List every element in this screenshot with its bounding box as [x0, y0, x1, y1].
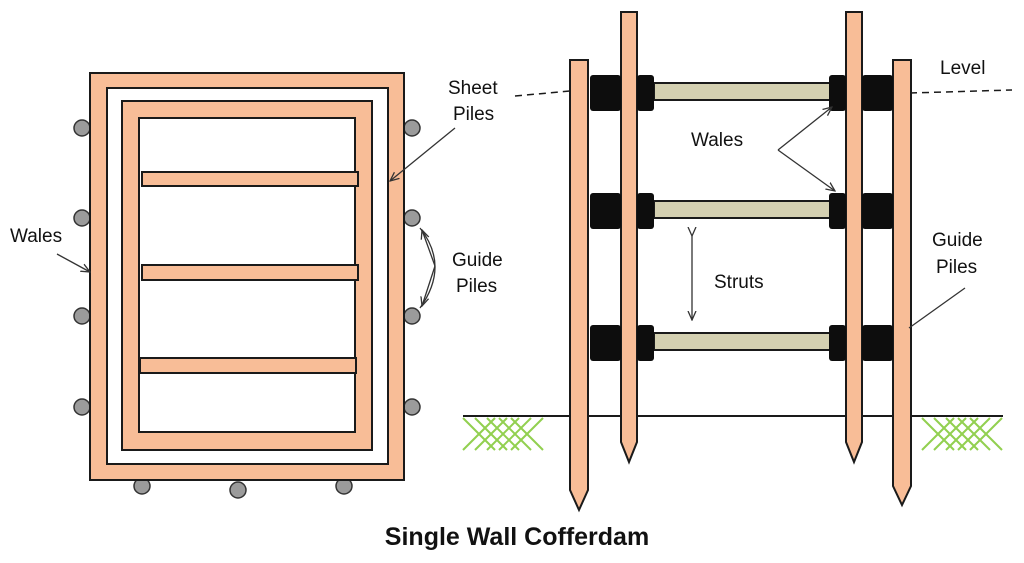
diagram-title: Single Wall Cofferdam: [385, 523, 649, 551]
wale-block: [637, 75, 654, 111]
plan-strut: [141, 171, 359, 187]
elevation-wales: [590, 75, 893, 361]
guide-pile-circle: [403, 307, 421, 325]
plan-guide-piles-label: Piles: [456, 276, 497, 297]
guide-pile-right: [892, 59, 912, 508]
guide-pile-circle: [403, 398, 421, 416]
elevation-wales-label: Wales: [691, 130, 743, 151]
plan-strut: [139, 357, 357, 374]
guide-pile-circle: [73, 209, 91, 227]
water-level-line: [909, 89, 1013, 94]
wale-block: [829, 193, 846, 229]
plan-outer-wale-frame: [89, 72, 405, 481]
plan-sheet-pile-frame: [121, 100, 373, 451]
wale-block: [829, 75, 846, 111]
wale-block: [590, 193, 621, 229]
elevation-piles: [569, 11, 912, 513]
grass-right: [921, 417, 1003, 451]
plan-guide-piles-leader: [422, 230, 436, 267]
elevation-struts: [653, 82, 831, 351]
plan-guide-piles-label: Guide: [452, 250, 503, 271]
level-label: Level: [940, 58, 985, 79]
plan-guide-piles-leader: [422, 265, 436, 306]
plan-guide-piles-bracket: [419, 227, 436, 309]
wale-block: [637, 193, 654, 229]
strut: [653, 200, 831, 219]
wale-block: [862, 193, 893, 229]
guide-pile-circle: [403, 209, 421, 227]
sheet-pile-left: [620, 11, 638, 465]
guide-pile-circle: [73, 398, 91, 416]
elevation-guide-piles-leader: [908, 287, 966, 329]
wale-block: [829, 325, 846, 361]
plan-wales-label: Wales: [10, 226, 62, 247]
wale-block: [590, 75, 621, 111]
water-level-line: [514, 90, 571, 97]
guide-pile-circle: [73, 119, 91, 137]
sheet-pile-right: [845, 11, 863, 465]
elevation-guide-piles-label: Guide: [932, 230, 983, 251]
elevation-wales-leader: [777, 149, 835, 191]
wale-block: [590, 325, 621, 361]
grass-left: [462, 417, 544, 451]
elevation-view: Level Wales Struts Guide Piles: [462, 11, 1013, 513]
struts-label: Struts: [714, 272, 764, 293]
wale-block: [637, 325, 654, 361]
elevation-wales-leader: [777, 107, 832, 151]
guide-pile-circle: [403, 119, 421, 137]
wale-block: [862, 75, 893, 111]
sheet-piles-label: Piles: [453, 104, 494, 125]
sheet-piles-label: Sheet: [448, 78, 498, 99]
guide-pile-left: [569, 59, 589, 513]
guide-pile-circle: [229, 481, 247, 499]
guide-pile-circle: [73, 307, 91, 325]
elevation-guide-piles-label: Piles: [936, 257, 977, 278]
plan-strut: [141, 264, 359, 281]
strut: [653, 82, 831, 101]
strut: [653, 332, 831, 351]
plan-view: Sheet Piles Wales Guide Piles: [10, 72, 503, 499]
wale-block: [862, 325, 893, 361]
plan-wales-leader: [56, 253, 90, 272]
sheet-piles-leader: [390, 127, 456, 181]
